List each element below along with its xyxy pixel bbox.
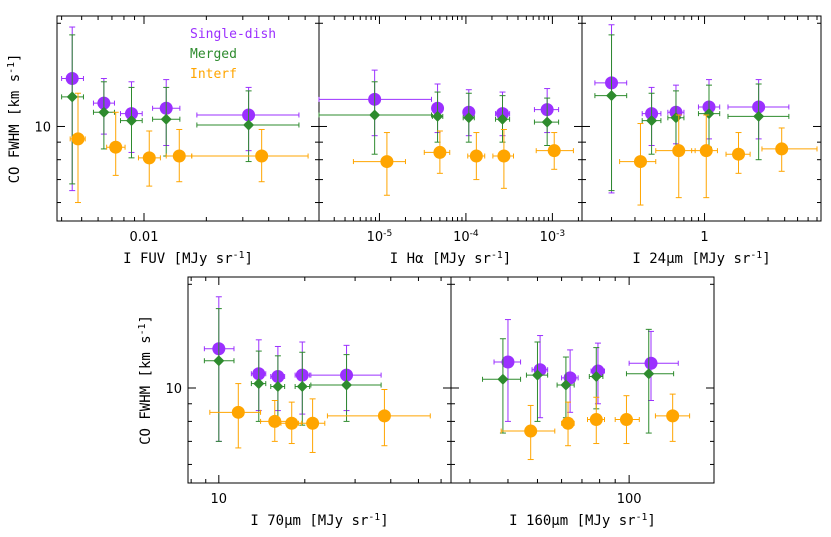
panel-4: 10 10 I 70μm [MJy sr-1] CO FWHM [km s-1] xyxy=(137,276,452,530)
x-tick-label: 10-3 xyxy=(540,229,566,245)
panel-3: 1 I 24μm [MJy sr-1] xyxy=(581,15,822,268)
series-merged xyxy=(318,81,560,155)
legend-merged: Merged xyxy=(190,47,237,62)
series-merged xyxy=(203,308,382,442)
data-point-circle xyxy=(306,416,320,430)
series-interf xyxy=(209,383,431,453)
data-point-circle xyxy=(109,140,123,154)
series-single-dish xyxy=(61,26,300,192)
data-point-circle xyxy=(732,147,746,161)
data-point-circle xyxy=(501,355,515,369)
data-point-diamond xyxy=(497,113,509,125)
series-merged xyxy=(61,34,300,185)
data-point-diamond xyxy=(98,106,110,118)
data-point-diamond xyxy=(66,91,78,103)
series-interf xyxy=(619,114,818,206)
panels-group: 0.01 10 I FUV [MJy sr-1] CO FWHM [km s-1] Si… xyxy=(6,15,822,530)
plot-frame xyxy=(318,15,583,222)
data-point-diamond xyxy=(369,109,381,121)
data-point-circle xyxy=(268,414,282,428)
data-point-circle xyxy=(172,149,186,163)
data-point-circle xyxy=(433,145,447,159)
data-point-diamond xyxy=(497,373,509,385)
data-point-circle xyxy=(524,424,538,438)
data-point-diamond xyxy=(606,90,618,102)
data-point-diamond xyxy=(753,110,765,122)
series-single-dish xyxy=(594,24,790,194)
data-point-circle xyxy=(497,149,511,163)
data-point-circle xyxy=(377,409,391,423)
data-point-diamond xyxy=(590,370,602,382)
legend-single-dish: Single-dish xyxy=(190,27,276,42)
plot-frame xyxy=(56,15,320,222)
x-axis-label: I 160μm [MJy sr-1] xyxy=(509,512,656,530)
x-tick-label: 10-5 xyxy=(367,229,393,245)
data-point-diamond xyxy=(253,378,265,390)
x-axis-label: I 24μm [MJy sr-1] xyxy=(632,250,770,268)
data-point-diamond xyxy=(296,381,308,393)
data-point-circle xyxy=(633,155,647,169)
data-point-circle xyxy=(285,416,299,430)
panel-1: 0.01 10 I FUV [MJy sr-1] CO FWHM [km s-1] Si… xyxy=(6,15,320,268)
data-point-diamond xyxy=(646,115,658,127)
panel-5: 100 I 160μm [MJy sr-1] xyxy=(450,276,715,530)
x-tick-label: 100 xyxy=(617,492,642,507)
data-point-circle xyxy=(619,413,633,427)
data-point-diamond xyxy=(160,113,172,125)
data-point-diamond xyxy=(341,379,353,391)
y-axis-label: CO FWHM [km s-1] xyxy=(137,315,155,445)
data-point-circle xyxy=(142,151,156,165)
data-point-diamond xyxy=(432,110,444,122)
data-point-diamond xyxy=(243,119,255,131)
series-single-dish xyxy=(493,319,679,422)
data-point-diamond xyxy=(213,355,225,367)
x-tick-label: 1 xyxy=(700,230,708,245)
series-interf xyxy=(500,393,691,461)
data-point-circle xyxy=(699,144,713,158)
series-merged xyxy=(594,34,790,192)
x-tick-label: 10-4 xyxy=(453,229,479,245)
data-point-diamond xyxy=(531,369,543,381)
plot-frame xyxy=(187,276,452,484)
y-tick-label: 10 xyxy=(165,382,182,397)
data-point-circle xyxy=(469,149,483,163)
data-point-circle xyxy=(255,149,269,163)
y-tick-label: 10 xyxy=(34,120,51,135)
series-interf xyxy=(69,92,309,204)
panel-2: 10-5 10-4 10-3 I Hα [MJy sr-1] xyxy=(318,15,583,268)
plot-frame xyxy=(581,15,822,222)
data-point-diamond xyxy=(643,368,655,380)
data-point-diamond xyxy=(272,381,284,393)
data-point-circle xyxy=(231,405,245,419)
plot-frame xyxy=(450,276,715,484)
x-axis-label: I FUV [MJy sr-1] xyxy=(123,250,253,268)
data-point-circle xyxy=(644,356,658,370)
data-point-diamond xyxy=(560,379,572,391)
legend-interf: Interf xyxy=(190,67,237,82)
data-point-circle xyxy=(589,413,603,427)
data-point-diamond xyxy=(125,115,137,127)
data-point-circle xyxy=(380,155,394,169)
x-axis-label: I 70μm [MJy sr-1] xyxy=(250,512,388,530)
data-point-diamond xyxy=(463,112,475,124)
series-merged xyxy=(482,328,675,434)
data-point-circle xyxy=(672,144,686,158)
data-point-circle xyxy=(561,416,575,430)
data-point-diamond xyxy=(541,116,553,128)
series-interf xyxy=(352,128,574,196)
data-point-circle xyxy=(775,142,789,156)
data-point-circle xyxy=(666,409,680,423)
data-point-circle xyxy=(71,132,85,146)
data-point-circle xyxy=(547,144,561,158)
x-tick-label: 10 xyxy=(211,492,228,507)
series-single-dish xyxy=(318,69,560,137)
x-tick-label: 0.01 xyxy=(130,230,159,245)
y-axis-label: CO FWHM [km s-1] xyxy=(6,54,24,184)
x-axis-label: I Hα [MJy sr-1] xyxy=(390,250,511,268)
